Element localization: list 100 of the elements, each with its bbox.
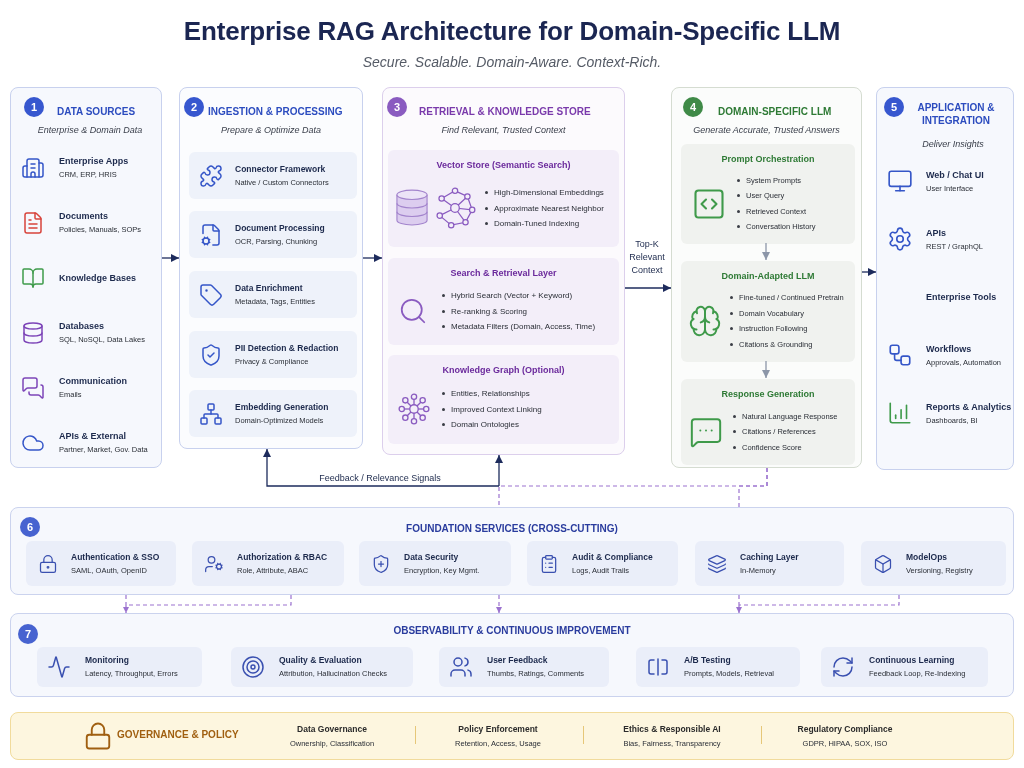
component-card: [189, 390, 357, 437]
component-card: [388, 150, 619, 247]
card-title: Knowledge Graph (Optional): [442, 364, 565, 376]
bullet-item: Domain Ontologies: [451, 419, 520, 430]
component-card: [439, 647, 609, 687]
arrow: [161, 254, 180, 262]
component-card: [861, 541, 1006, 586]
arrow: [263, 448, 500, 487]
card-title: Prompt Orchestration: [721, 153, 815, 165]
arrow: [762, 242, 770, 261]
component-card: [26, 541, 176, 586]
card-title: Continuous Learning: [869, 655, 955, 666]
section-subtitle: Deliver Insights: [922, 138, 984, 150]
diagram-subtitle: Secure. Scalable. Domain-Aware. Context-Rich.: [362, 54, 662, 71]
card-title: Data Enrichment: [235, 282, 303, 294]
component-card: [192, 541, 344, 586]
bullet-item: Improved Context Linking: [451, 403, 542, 415]
section-panel: [382, 87, 625, 455]
bullet-item: Approximate Nearest Neighbor: [494, 202, 604, 214]
section-heading: GOVERNANCE & POLICY: [117, 728, 239, 741]
component-card: [189, 152, 357, 199]
step-number-badge: 4: [683, 97, 703, 117]
arrow: [495, 454, 503, 487]
section-heading: OBSERVABILITY & CONTINUOUS IMPROVEMENT: [393, 624, 631, 637]
section-heading: FOUNDATION SERVICES (CROSS-CUTTING): [406, 522, 618, 535]
card-title: ModelOps: [906, 551, 948, 563]
component-card: [695, 541, 844, 586]
item-title: Knowledge Bases: [59, 271, 137, 284]
item-title: APIs & External: [59, 430, 127, 442]
step-number-badge: 6: [20, 517, 40, 537]
arrow: [762, 360, 770, 379]
step-number-badge: 1: [24, 97, 44, 117]
item-title: Regulatory Compliance: [797, 723, 893, 735]
section-subtitle: Generate Accurate, Trusted Answers: [693, 124, 840, 136]
section-panel: [876, 87, 1014, 470]
card-title: Authorization & RBAC: [237, 551, 328, 563]
item-title: Enterprise Apps: [59, 155, 129, 167]
component-card: [37, 647, 202, 687]
card-title: Connector Framework: [235, 163, 326, 175]
section-panel: [179, 87, 363, 449]
card-title: Document Processing: [235, 222, 325, 234]
card-title: Search & Retrieval Layer: [450, 267, 557, 279]
component-card: [527, 541, 678, 586]
governance-band: [10, 712, 1014, 760]
component-card: [359, 541, 511, 586]
card-title: Monitoring: [85, 655, 129, 666]
section-panel: [10, 613, 1014, 697]
card-title: Response Generation: [721, 388, 815, 400]
card-title: Authentication & SSO: [71, 551, 160, 563]
component-card: [388, 355, 619, 444]
diagram-title: Enterprise RAG Architecture for Domain-Specific LLM: [183, 15, 841, 47]
card-title: Data Security: [404, 551, 459, 563]
item-title: APIs: [926, 226, 946, 239]
card-title: PII Detection & Redaction: [235, 342, 339, 354]
card-title: Caching Layer: [740, 551, 799, 563]
step-number-badge: 5: [884, 97, 904, 117]
bullet-item: Re-ranking & Scoring: [451, 305, 528, 317]
item-title: Databases: [59, 320, 105, 332]
component-card: [189, 211, 357, 258]
component-card: [681, 379, 855, 465]
item-title: Policy Enforcement: [458, 723, 538, 735]
bullet-item: Metadata Filters (Domain, Access, Time): [451, 321, 596, 332]
section-panel: [10, 507, 1014, 595]
section-subtitle: Prepare & Optimize Data: [220, 124, 321, 136]
arrow: [861, 268, 877, 276]
section-heading: DATA SOURCES: [57, 105, 136, 118]
component-card: [821, 647, 988, 687]
item-title: Data Governance: [297, 723, 367, 735]
card-title: User Feedback: [487, 655, 548, 666]
step-number-badge: 7: [18, 624, 38, 644]
item-title: Enterprise Tools: [926, 291, 997, 303]
section-heading: RETRIEVAL & KNOWLEDGE STORE: [419, 105, 591, 118]
component-card: [189, 331, 357, 378]
dashed-connector-line: [738, 467, 768, 508]
step-number-badge: 3: [387, 97, 407, 117]
card-title: Domain-Adapted LLM: [721, 270, 815, 282]
component-card: [231, 647, 413, 687]
item-title: Web / Chat UI: [926, 168, 984, 181]
arrow: [362, 254, 383, 262]
bullet-item: Hybrid Search (Vector + Keyword): [451, 290, 573, 301]
item-title: Workflows: [926, 342, 972, 355]
card-title: A/B Testing: [684, 655, 731, 666]
section-panel: [671, 87, 862, 468]
step-number-badge: 2: [184, 97, 204, 117]
bullet-item: High-Dimensional Embeddings: [494, 187, 604, 198]
bullet-item: Domain-Tuned Indexing: [494, 218, 580, 229]
component-card: [636, 647, 800, 687]
section-subtitle: Find Relevant, Trusted Context: [441, 124, 566, 136]
card-title: Vector Store (Semantic Search): [436, 159, 571, 171]
card-title: Audit & Compliance: [572, 551, 653, 563]
section-subtitle: Enterprise & Domain Data: [37, 124, 143, 136]
dashed-arrow: [736, 594, 900, 614]
item-title: Reports & Analytics: [926, 400, 1012, 413]
section-heading: DOMAIN-SPECIFIC LLM: [718, 105, 832, 118]
bullet-item: Entities, Relationships: [451, 388, 530, 399]
section-heading: INGESTION & PROCESSING: [208, 105, 343, 118]
edge-label: Feedback / Relevance Signals: [317, 472, 443, 485]
component-card: [189, 271, 357, 318]
arrow: [624, 284, 672, 292]
component-card: [681, 261, 855, 362]
